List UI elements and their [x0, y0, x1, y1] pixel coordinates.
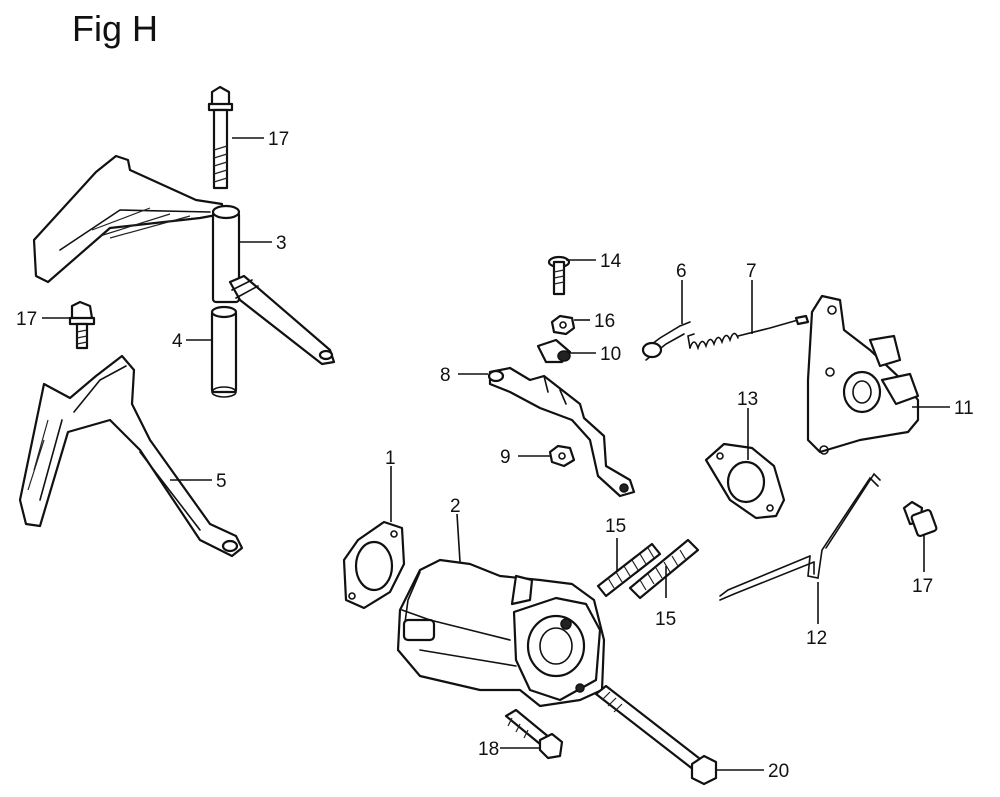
- callout-label-2: 2: [450, 496, 461, 517]
- callout-11: 11: [912, 398, 974, 419]
- part-1-gasket[interactable]: [342, 520, 406, 610]
- callout-15-upper: 15: [605, 516, 626, 572]
- callout-5: 5: [170, 471, 227, 492]
- callout-label-1: 1: [385, 448, 396, 469]
- part-16-nut[interactable]: [550, 314, 576, 336]
- callout-label-20: 20: [768, 761, 789, 782]
- callout-2: 2: [450, 496, 461, 563]
- callout-label-8: 8: [440, 365, 451, 386]
- part-17-bolt-left[interactable]: [68, 300, 96, 350]
- callout-label-3: 3: [276, 233, 287, 254]
- callout-label-17-right: 17: [912, 576, 933, 597]
- callout-label-14: 14: [600, 251, 622, 272]
- figure-title: Fig H: [72, 8, 159, 49]
- callout-label-10: 10: [600, 344, 621, 365]
- callout-4: 4: [172, 331, 212, 352]
- callout-label-15-upper: 15: [605, 516, 626, 537]
- callout-label-12: 12: [806, 628, 827, 649]
- callout-13: 13: [737, 389, 758, 460]
- part-15-stud-b[interactable]: [628, 538, 700, 600]
- callout-15-lower: 15: [655, 566, 676, 630]
- part-14-screw[interactable]: [547, 255, 571, 296]
- callout-7: 7: [746, 261, 757, 334]
- callout-label-17-left: 17: [16, 309, 37, 330]
- callout-14: 14: [566, 251, 622, 272]
- callout-6: 6: [676, 261, 687, 324]
- callout-label-7: 7: [746, 261, 757, 282]
- callout-12: 12: [806, 582, 827, 649]
- part-15-stud-a[interactable]: [596, 542, 662, 598]
- part-7-spring[interactable]: [687, 314, 810, 351]
- callout-label-16: 16: [594, 311, 615, 332]
- callout-label-19: 17: [268, 129, 289, 150]
- callout-label-5: 5: [216, 471, 227, 492]
- part-6-clip[interactable]: [641, 321, 691, 361]
- callout-8: 8: [440, 365, 488, 386]
- callout-19: 17: [232, 129, 289, 150]
- callout-17-right: 17: [912, 534, 933, 597]
- callout-3: 3: [240, 233, 287, 254]
- callout-1: 1: [385, 448, 396, 522]
- part-13-gasket[interactable]: [704, 442, 786, 520]
- callout-17-left: 17: [16, 309, 70, 330]
- callout-label-4: 4: [172, 331, 183, 352]
- callout-16: 16: [574, 311, 615, 332]
- part-4-shaft[interactable]: [210, 305, 238, 398]
- part-3-lever-bracket[interactable]: [32, 154, 336, 366]
- callout-label-6: 6: [676, 261, 687, 282]
- part-11-bracket[interactable]: [806, 294, 920, 455]
- part-19-bolt[interactable]: [207, 85, 234, 190]
- part-10-collar[interactable]: [536, 338, 572, 364]
- callout-label-13: 13: [737, 389, 758, 410]
- part-18-bolt[interactable]: [504, 708, 564, 760]
- callout-9: 9: [500, 447, 550, 468]
- part-12-rod[interactable]: [719, 472, 881, 601]
- callout-20: 20: [716, 761, 789, 782]
- callout-label-15-lower: 15: [655, 609, 676, 630]
- callout-label-11: 11: [954, 398, 974, 419]
- part-5-lever-bracket[interactable]: [18, 354, 244, 558]
- part-2-carburetor[interactable]: [396, 558, 606, 708]
- part-20-bolt[interactable]: [594, 684, 718, 786]
- part-8-throttle-arm[interactable]: [487, 366, 636, 498]
- callout-10: 10: [570, 344, 621, 365]
- callout-18: 18: [478, 739, 540, 760]
- callout-label-9: 9: [500, 447, 511, 468]
- callout-label-18: 18: [478, 739, 499, 760]
- part-17-bolt-right[interactable]: [902, 500, 938, 538]
- part-9-nut[interactable]: [548, 444, 576, 468]
